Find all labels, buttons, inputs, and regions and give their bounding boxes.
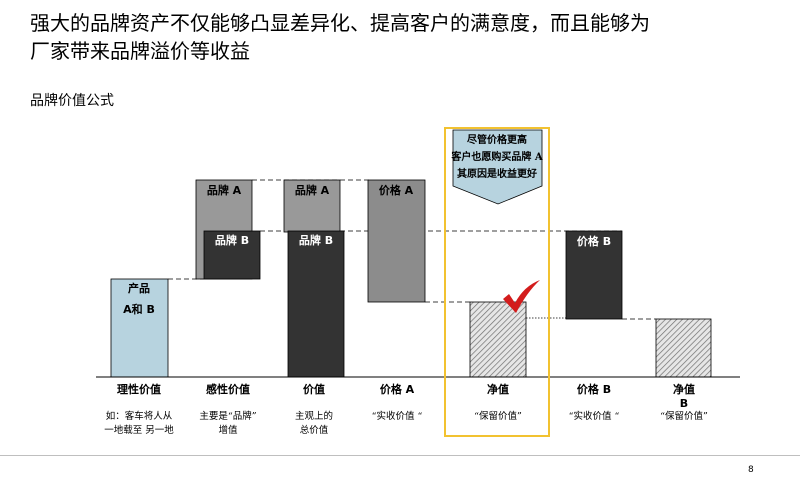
note-rational-line-2: 一地载至 另一地	[104, 424, 174, 436]
check-icon	[503, 280, 540, 313]
bar-net-value-b	[655, 318, 712, 378]
bar-label-brand-b-2: 品牌 B	[299, 233, 333, 247]
note-value-line-2: 总价值	[300, 424, 329, 436]
brand-value-diagram: 尽管价格更高 客户也愿购买品牌 A 其原因是收益更好 产品 A和 B 品牌 A …	[96, 127, 740, 437]
bar-price-a	[367, 179, 426, 303]
bar-label-product-line-1: 产品	[128, 281, 150, 295]
bar-label-product-line-2: A和 B	[123, 302, 155, 316]
note-net-value-b: “保留价值”	[660, 410, 708, 422]
headline-line-1: 强大的品牌资产不仅能够凸显差异化、提高客户的满意度，而且能够为	[30, 11, 650, 35]
headline-line-2: 厂家带来品牌溢价等收益	[30, 39, 250, 63]
bar-product	[110, 278, 169, 378]
note-net-value: “保留价值”	[474, 410, 522, 422]
bar-label-brand-b-1: 品牌 B	[215, 233, 249, 247]
note-price-a: “实收价值 “	[372, 410, 423, 422]
footer-divider	[0, 455, 800, 456]
category-label-value: 价值	[303, 382, 325, 396]
category-label-net-value-b: 净值	[673, 382, 695, 396]
bar-label-brand-a-1: 品牌 A	[207, 183, 242, 197]
bar-label-price-b: 价格 B	[577, 234, 611, 248]
bar-label-price-a: 价格 A	[379, 183, 414, 197]
note-rational-line-1: 如：客车将人从	[106, 410, 173, 422]
bar-net-value-a	[469, 301, 527, 378]
bar-brand-b-emotional	[203, 230, 261, 280]
callout-line-1: 尽管价格更高	[467, 133, 527, 146]
page-number: 8	[748, 465, 754, 475]
note-emotional-line-2: 增值	[218, 424, 238, 436]
diagram-title: 品牌价值公式	[30, 93, 114, 109]
callout-line-2: 客户也愿购买品牌 A	[450, 150, 542, 163]
bar-brand-a-value	[283, 179, 341, 233]
category-label-net-value-b-line-2: B	[680, 397, 688, 410]
callout-shape	[452, 129, 543, 205]
bar-price-b	[565, 230, 623, 320]
note-emotional-line-1: 主要是“品牌”	[199, 410, 256, 422]
bar-label-brand-a-2: 品牌 A	[295, 183, 330, 197]
bar-brand-b-value	[287, 230, 345, 378]
note-value-line-1: 主观上的	[295, 410, 333, 422]
category-label-emotional-value: 感性价值	[206, 382, 250, 396]
category-label-price-b: 价格 B	[577, 382, 611, 396]
note-price-b: “实收价值 “	[569, 410, 620, 422]
page-headline: 强大的品牌资产不仅能够凸显差异化、提高客户的满意度，而且能够为 厂家带来品牌溢价…	[30, 9, 770, 65]
callout-line-3: 其原因是收益更好	[457, 167, 537, 180]
net-value-highlight-frame	[444, 127, 550, 437]
category-label-rational-value: 理性价值	[117, 382, 161, 396]
category-label-net-value: 净值	[487, 382, 509, 396]
category-label-price-a: 价格 A	[380, 382, 415, 396]
